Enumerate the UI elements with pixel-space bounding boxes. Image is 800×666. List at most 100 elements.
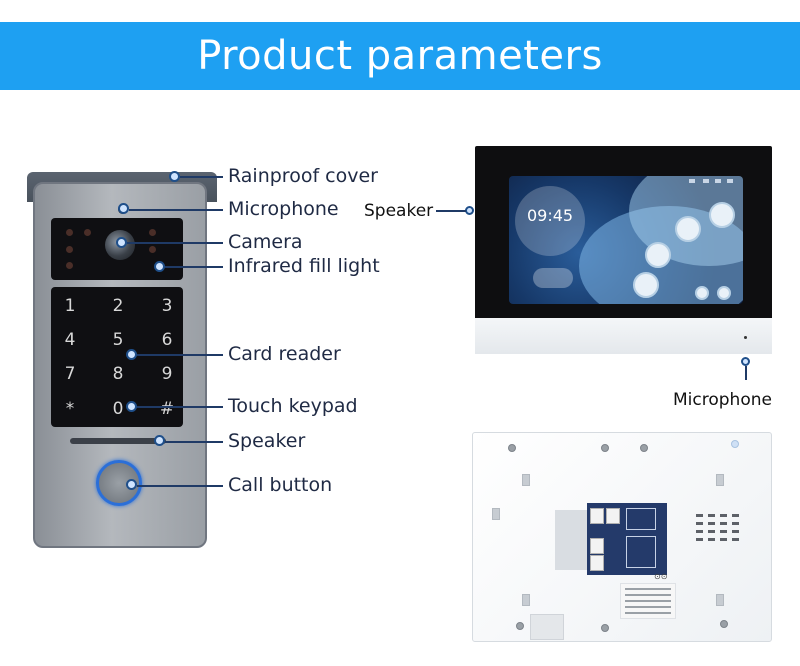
- power-icon: [717, 286, 731, 300]
- vent: [708, 522, 715, 525]
- vent: [720, 530, 727, 533]
- vent: [720, 538, 727, 541]
- screw: [720, 620, 728, 628]
- mount-slot: [492, 508, 500, 520]
- stand-foot: [530, 614, 564, 640]
- callout-dot: [126, 349, 137, 360]
- key-9: 9: [161, 364, 173, 384]
- mount-slot: [522, 474, 530, 486]
- vent: [732, 514, 739, 517]
- title-banner: Product parameters: [0, 22, 800, 90]
- callout-dot: [116, 237, 127, 248]
- screw: [516, 622, 524, 630]
- ir-led: [66, 262, 73, 269]
- callout-line: [745, 366, 747, 380]
- ce-fcc-mark: ⊙⊙: [654, 572, 668, 581]
- key-star: *: [65, 399, 75, 419]
- screw: [731, 440, 739, 448]
- wifi-icon: [727, 179, 733, 183]
- callout-line: [129, 209, 223, 211]
- label-monitor-speaker: Speaker: [364, 201, 434, 221]
- screw: [640, 444, 648, 452]
- connector-label-area: [555, 510, 587, 570]
- key-hash: #: [159, 399, 175, 419]
- callout-line: [436, 210, 466, 212]
- vent: [720, 522, 727, 525]
- key-8: 8: [112, 364, 124, 384]
- callout-dot: [154, 435, 165, 446]
- key-7: 7: [64, 364, 76, 384]
- settings-icon: [695, 286, 709, 300]
- monitor-screen: 09:45: [509, 176, 743, 304]
- label-call-button: Call button: [228, 474, 333, 496]
- label-touch-keypad: Touch keypad: [228, 395, 358, 417]
- label-speaker: Speaker: [228, 430, 306, 452]
- screw: [508, 444, 516, 452]
- page-title: Product parameters: [197, 33, 603, 79]
- terminal: [590, 508, 604, 524]
- vent: [696, 538, 703, 541]
- vent: [696, 514, 703, 517]
- vent: [732, 538, 739, 541]
- key-5: 5: [112, 330, 124, 350]
- callout-dot: [465, 206, 474, 215]
- terminal: [590, 555, 604, 571]
- key-3: 3: [161, 296, 173, 316]
- callout-line: [180, 176, 223, 178]
- callout-line: [137, 406, 223, 408]
- label-monitor-microphone: Microphone: [673, 390, 772, 410]
- callout-dot: [741, 357, 750, 366]
- ir-led: [66, 229, 73, 236]
- terminal: [606, 508, 620, 524]
- ir-led: [149, 229, 156, 236]
- clock-widget: [515, 186, 585, 256]
- lock-icon: [645, 242, 671, 268]
- screw: [601, 444, 609, 452]
- vent: [708, 514, 715, 517]
- monitor-bottom-bezel: [475, 318, 772, 354]
- key-2: 2: [112, 296, 124, 316]
- key-0: 0: [112, 399, 124, 419]
- ir-led: [149, 246, 156, 253]
- callout-dot: [169, 171, 180, 182]
- ir-led: [66, 246, 73, 253]
- doorbell-speaker-grille: [70, 438, 166, 444]
- mount-slot: [522, 594, 530, 606]
- vent: [732, 522, 739, 525]
- terminal: [590, 538, 604, 554]
- vent: [708, 538, 715, 541]
- vent: [732, 530, 739, 533]
- vent: [696, 530, 703, 533]
- screen-time: 09:45: [527, 206, 574, 225]
- status-icon: [715, 179, 721, 183]
- terminal-outline: [626, 536, 656, 568]
- label-camera: Camera: [228, 231, 303, 253]
- monitor-microphone-hole: [744, 336, 747, 339]
- mount-slot: [716, 594, 724, 606]
- callout-dot: [154, 261, 165, 272]
- callout-line: [165, 266, 223, 268]
- ir-led: [84, 229, 91, 236]
- vent: [696, 522, 703, 525]
- label-rainproof-cover: Rainproof cover: [228, 165, 378, 187]
- door-icon: [633, 272, 659, 298]
- cloud-icon: [689, 179, 695, 183]
- label-card-reader: Card reader: [228, 343, 341, 365]
- vent: [720, 514, 727, 517]
- key-4: 4: [64, 330, 76, 350]
- callout-line: [127, 242, 223, 244]
- label-infrared-fill-light: Infrared fill light: [228, 255, 380, 277]
- callout-dot: [126, 479, 137, 490]
- callout-line: [137, 485, 223, 487]
- key-6: 6: [161, 330, 173, 350]
- cctv-icon: [709, 202, 735, 228]
- terminal-outline: [626, 508, 656, 530]
- screw: [601, 624, 609, 632]
- callout-dot: [118, 203, 129, 214]
- camera-icon: [675, 216, 701, 242]
- label-microphone: Microphone: [228, 198, 339, 220]
- key-1: 1: [64, 296, 76, 316]
- callout-line: [165, 441, 223, 443]
- callout-line: [137, 354, 223, 356]
- vent: [708, 530, 715, 533]
